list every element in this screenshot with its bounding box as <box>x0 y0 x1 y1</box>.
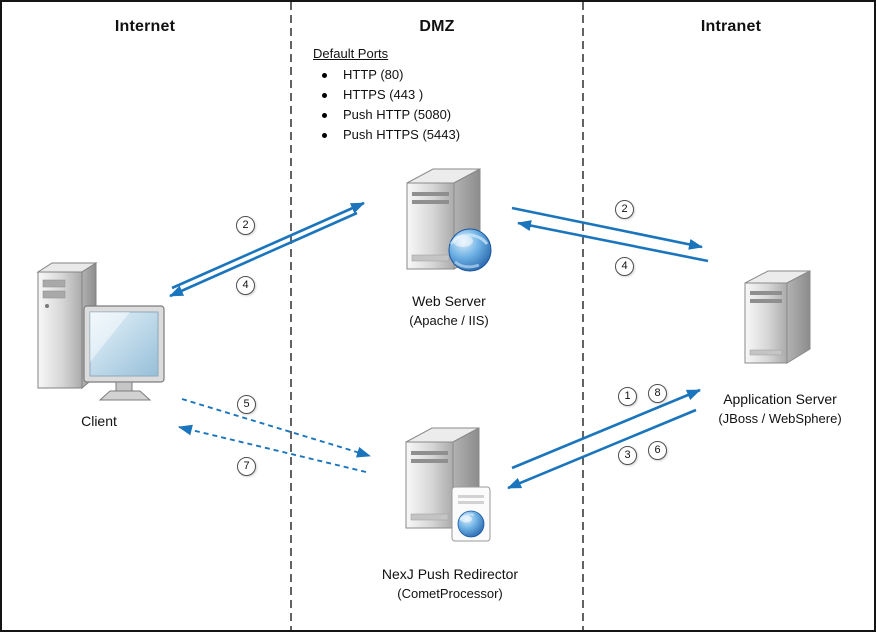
step-badge: 2 <box>236 216 255 235</box>
globe-icon <box>448 228 492 272</box>
push-redirector-label: NexJ Push Redirector (CometProcessor) <box>362 564 538 603</box>
step-badge: 6 <box>648 441 667 460</box>
arrow-client-to-webserver <box>171 201 365 290</box>
step-badge: 4 <box>236 276 255 295</box>
arrow-client-to-redirector <box>181 398 371 458</box>
step-badge: 4 <box>615 257 634 276</box>
zone-title-intranet: Intranet <box>700 18 762 35</box>
port-item: HTTPS (443 ) <box>313 85 523 105</box>
node-subtitle: (Apache / IIS) <box>409 313 489 328</box>
step-badge: 1 <box>618 387 637 406</box>
web-server-icon <box>406 168 492 272</box>
arrow-webserver-to-client <box>169 211 358 298</box>
web-server-label: Web Server (Apache / IIS) <box>377 291 521 330</box>
default-ports-panel: Default Ports HTTP (80) HTTPS (443 ) Pus… <box>313 46 523 145</box>
arrow-redirector-to-appserver <box>511 388 701 470</box>
step-badge: 7 <box>237 457 256 476</box>
client-computer-icon <box>36 262 165 401</box>
node-name: Client <box>81 413 117 429</box>
push-redirector-icon <box>405 427 491 542</box>
port-item: HTTP (80) <box>313 65 523 85</box>
zone-title-internet: Internet <box>114 18 176 35</box>
arrow-webserver-to-appserver <box>511 206 703 250</box>
step-badge: 3 <box>618 446 637 465</box>
port-item: Push HTTPS (5443) <box>313 125 523 145</box>
node-name: Web Server <box>412 293 486 309</box>
client-label: Client <box>47 411 151 431</box>
node-subtitle: (CometProcessor) <box>397 586 503 601</box>
default-ports-title: Default Ports <box>313 46 389 61</box>
node-name: Application Server <box>723 391 837 407</box>
arrow-redirector-to-client <box>178 424 367 473</box>
arrow-appserver-to-redirector <box>507 408 697 490</box>
document-globe-icon <box>451 486 491 542</box>
port-item: Push HTTP (5080) <box>313 105 523 125</box>
monitor-screen <box>89 311 159 377</box>
step-badge: 5 <box>237 395 256 414</box>
zone-title-dmz: DMZ <box>419 18 455 35</box>
application-server-icon <box>744 270 811 364</box>
default-ports-list: HTTP (80) HTTPS (443 ) Push HTTP (5080) … <box>313 65 523 145</box>
application-server-label: Application Server (JBoss / WebSphere) <box>697 389 863 428</box>
step-badge: 2 <box>615 200 634 219</box>
node-subtitle: (JBoss / WebSphere) <box>718 411 842 426</box>
arrow-appserver-to-webserver <box>517 220 709 263</box>
step-badge: 8 <box>648 384 667 403</box>
node-name: NexJ Push Redirector <box>381 566 519 582</box>
